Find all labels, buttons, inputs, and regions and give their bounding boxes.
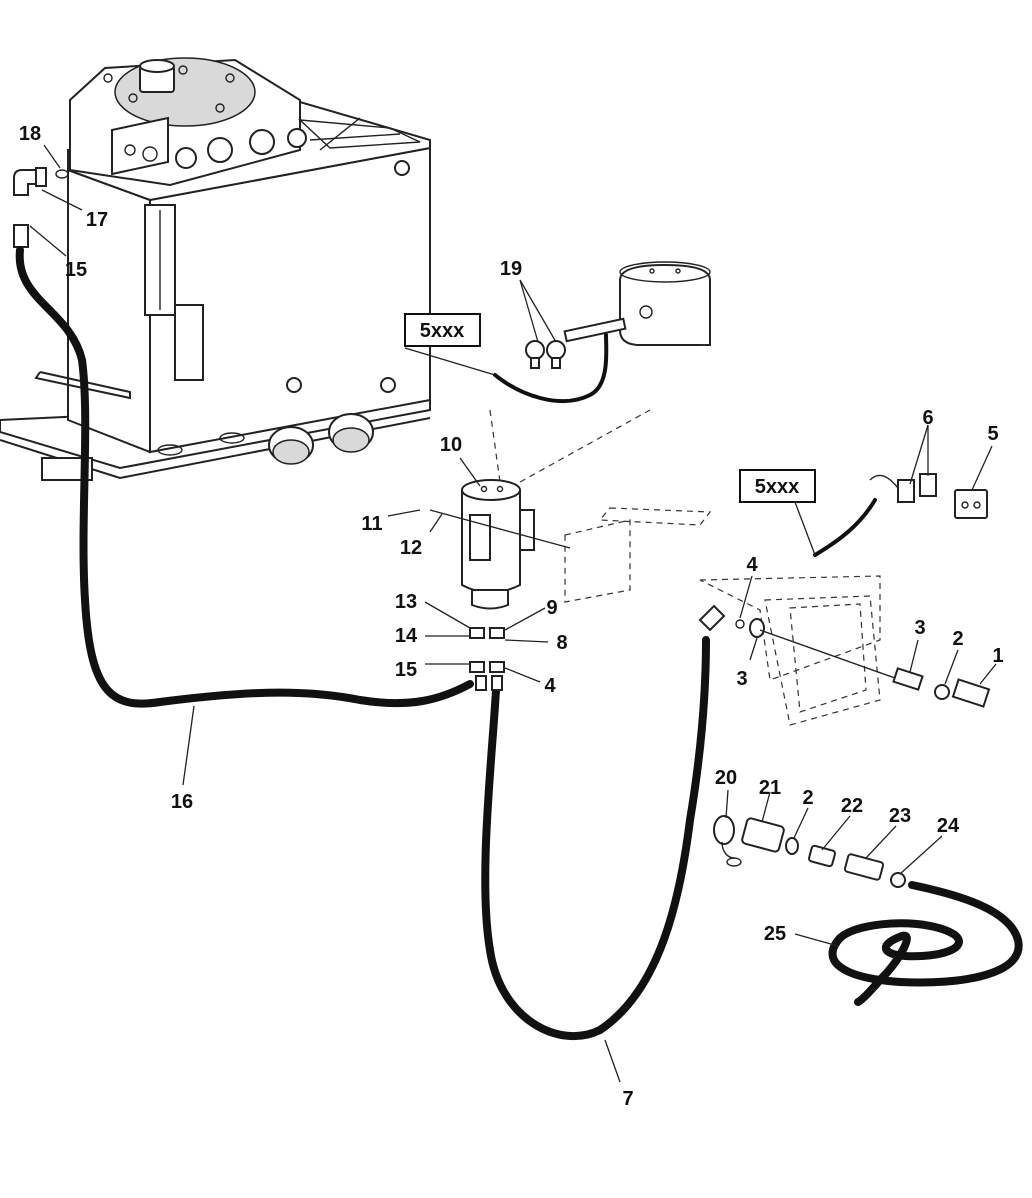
callout-16: 16 [171,791,193,813]
callout-8: 8 [556,632,567,654]
box-label-a-text: 5xxx [420,320,465,342]
callout-19: 19 [500,258,522,280]
callout-13: 13 [395,591,417,613]
box-label-b: 5xxx [739,469,816,503]
callout-1: 1 [992,645,1003,667]
callout-23: 23 [889,805,911,827]
reservoir-tank [0,57,431,481]
callout-9: 9 [546,597,557,619]
box-label-b-text: 5xxx [755,476,800,498]
hose-7 [481,636,710,1041]
callout-18: 18 [19,123,41,145]
hose-25 [828,881,1023,1006]
callout-6: 6 [922,407,933,429]
callout-5: 5 [987,423,998,445]
quick-coupler [713,815,906,888]
motor-assembly [429,409,712,610]
callout-14: 14 [395,625,418,647]
callout-17: 17 [86,209,108,231]
callout-2-a: 2 [952,628,963,650]
inline-fittings [698,575,991,726]
fitting-stack [469,627,505,691]
box-label-a: 5xxx [404,313,481,347]
hose-16 [15,246,474,708]
callout-4-a: 4 [544,675,556,697]
control-switches [813,473,988,557]
callout-22: 22 [841,795,863,817]
leader-lines [29,144,997,1083]
callout-3-b: 3 [914,617,925,639]
callout-numbers: 18 17 15 16 19 10 11 12 13 14 15 9 8 4 7… [19,123,1004,1110]
callout-24: 24 [937,815,960,837]
switch-assembly [493,261,711,404]
callout-4-b: 4 [746,554,758,576]
callout-7: 7 [622,1088,633,1110]
callout-10: 10 [440,434,462,456]
callout-12: 12 [400,537,422,559]
callout-11: 11 [361,513,382,535]
callout-21: 21 [759,777,781,799]
callout-25: 25 [764,923,786,945]
callout-2-b: 2 [802,787,813,809]
callout-15-a: 15 [65,259,87,281]
callout-15-b: 15 [395,659,417,681]
callout-3-a: 3 [736,668,747,690]
callout-20: 20 [715,767,737,789]
